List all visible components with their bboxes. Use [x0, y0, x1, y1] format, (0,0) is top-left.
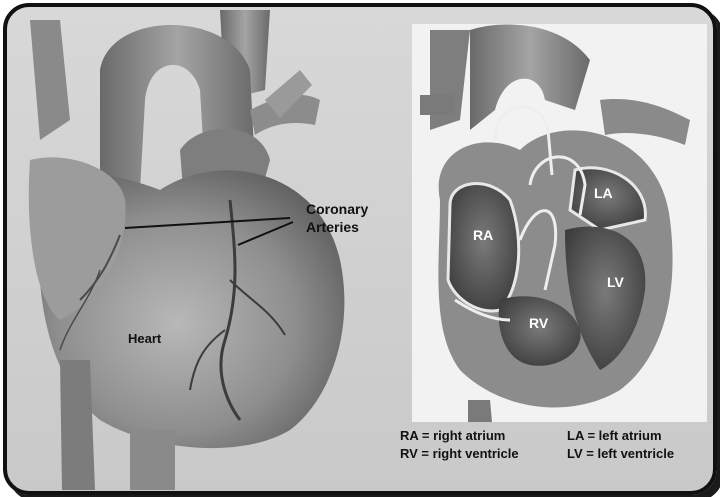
label-lv: LV — [607, 274, 625, 290]
label-la: LA — [594, 185, 613, 201]
legend-rv: RV = right ventricle — [400, 446, 519, 461]
coronary-label-line2: Arteries — [306, 219, 359, 235]
left-heart-drawing — [29, 10, 345, 490]
coronary-label-line1: Coronary — [306, 201, 368, 217]
label-ra: RA — [473, 227, 493, 243]
legend-ra: RA = right atrium — [400, 428, 505, 443]
figure-border: Coronary Arteries Heart — [3, 3, 717, 495]
heart-illustrations: Coronary Arteries Heart — [3, 3, 717, 495]
legend-lv: LV = left ventricle — [567, 446, 674, 461]
legend-la: LA = left atrium — [567, 428, 662, 443]
label-rv: RV — [529, 315, 549, 331]
right-panel — [412, 24, 707, 422]
heart-label: Heart — [128, 331, 162, 346]
